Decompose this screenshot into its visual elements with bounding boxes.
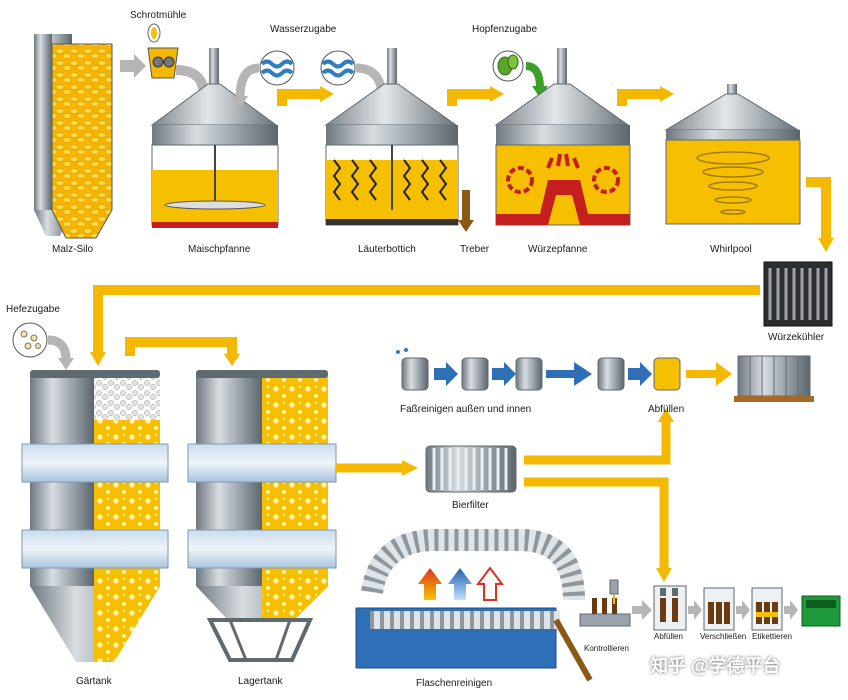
label-whirlpool: Whirlpool	[710, 244, 752, 255]
maischpfanne	[150, 48, 279, 228]
flow-arrow-grey	[235, 63, 260, 99]
hopfen-arrow	[525, 62, 544, 89]
flow-arrow-beer	[125, 337, 237, 356]
wasser-icon	[320, 50, 356, 86]
flow-arrow-grey	[688, 600, 702, 620]
label-wuerzekuehler: Würzekühler	[768, 332, 825, 343]
flow-arrow-beer	[277, 89, 322, 106]
wuerzekuehler	[763, 261, 833, 327]
hopfen-icon	[492, 50, 524, 82]
label-laeuterbottich: Läuterbottich	[358, 244, 416, 255]
verschliessen	[703, 587, 735, 631]
label-kontrollieren: Kontrollieren	[584, 644, 629, 653]
label-verschliessen: Verschließen	[700, 632, 747, 641]
wuerzepfanne	[494, 48, 631, 226]
flaschenreinigen	[355, 529, 593, 682]
hefe-icon	[12, 322, 48, 358]
schrotmuehle-icon	[147, 23, 179, 79]
bierfilter	[425, 445, 517, 493]
label-malz-silo: Malz-Silo	[52, 244, 94, 255]
gaertank	[21, 370, 169, 662]
fass-line	[396, 348, 814, 402]
label-etikettieren: Etikettieren	[752, 632, 793, 641]
kontrollieren	[579, 579, 631, 627]
lagertank	[187, 370, 337, 662]
flow-arrow-grey	[736, 600, 750, 620]
label-flaschenreinigen: Flaschenreinigen	[416, 678, 493, 689]
flow-arrow-beer	[617, 89, 662, 106]
label-wuerzepfanne: Würzepfanne	[528, 244, 588, 255]
flow-arrow-beer	[524, 477, 669, 570]
label-hopfenzugabe: Hopfenzugabe	[472, 24, 538, 35]
label-bierfilter: Bierfilter	[452, 500, 489, 511]
whirlpool	[664, 84, 801, 225]
label-fassreinigen: Faßreinigen außen und innen	[400, 404, 532, 415]
flow-arrow-grey	[47, 335, 71, 361]
label-schrotmuehle: Schrotmühle	[130, 10, 187, 21]
label-treber: Treber	[460, 244, 490, 255]
label-hefezugabe: Hefezugabe	[6, 304, 60, 315]
wasser-icon	[259, 50, 295, 86]
malz-silo	[34, 34, 113, 239]
label-gaertank: Gärtank	[76, 676, 112, 687]
label-lagertank: Lagertank	[238, 676, 283, 687]
bierkasten-icon	[801, 595, 841, 627]
flow-arrow-beer	[806, 177, 831, 240]
flow-arrow-grey	[784, 600, 798, 620]
etikettieren	[751, 587, 783, 631]
flow-arrow-beer	[93, 285, 760, 354]
laeuterbottich	[324, 48, 459, 226]
abfuellen-flasche	[653, 585, 687, 631]
flow-arrow-grey	[120, 54, 146, 78]
flow-arrow-beer	[524, 420, 671, 465]
label-maischpfanne: Maischpfanne	[188, 244, 251, 255]
label-wasserzugabe: Wasserzugabe	[270, 24, 337, 35]
flow-arrow-beer	[447, 89, 492, 106]
fass-pallet	[734, 355, 814, 402]
watermark: 知乎 @学德平台	[650, 656, 781, 676]
flow-arrow-grey	[632, 600, 652, 620]
label-abfuellen-fass: Abfüllen	[648, 404, 685, 415]
fass-icon	[396, 348, 429, 391]
label-abfuellen-flasche: Abfüllen	[654, 632, 683, 641]
